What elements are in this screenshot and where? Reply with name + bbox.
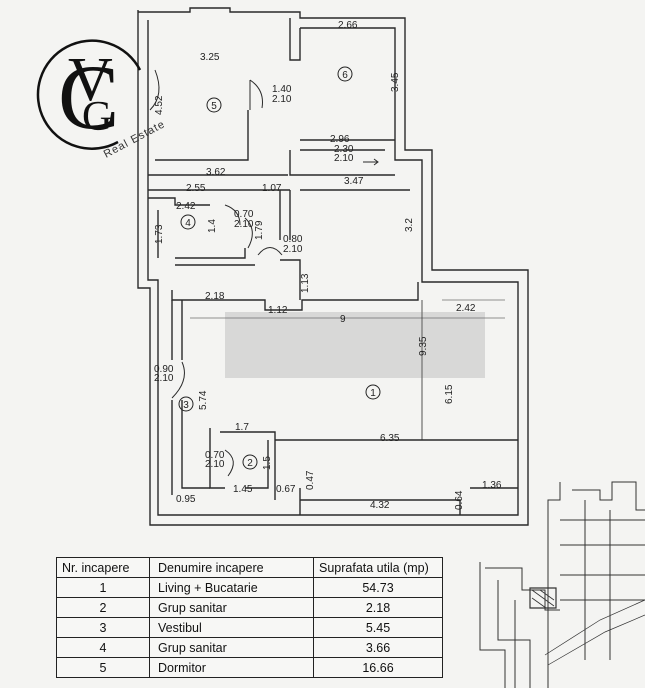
dim-label: 1.07 [262,183,282,194]
dimension-labels: 2.66 3.25 3.45 4.52 1.40 2.10 2.96 2.30 … [154,20,502,511]
dim-label: 2.42 [176,201,196,212]
dim-label: 0.67 [276,484,296,495]
table-row: 3 Vestibul 5.45 [56,617,443,638]
dim-label: 0.95 [176,494,196,505]
room-marker-3: 3 [183,400,189,411]
col-header-name: Denumire incapere [149,557,314,578]
dim-label: 2.10 [234,219,254,230]
logo-arc-icon [36,39,142,150]
dim-label: 2.96 [330,134,350,145]
door-arcs [149,69,379,477]
table-header-row: Nr. incapere Denumire incapere Suprafata… [56,557,443,578]
dim-label: 3.47 [344,176,364,187]
dim-label: 2.55 [186,183,206,194]
dim-label: 6.35 [380,433,400,444]
dim-label: 3.25 [200,52,220,63]
dim-label: 9.35 [418,336,429,356]
cell-name: Vestibul [149,617,314,638]
dim-label: 2.10 [205,459,225,470]
room-marker-6: 6 [342,70,348,81]
room-marker-1: 1 [370,388,376,399]
dim-label: 1.73 [154,224,165,244]
walls [137,7,529,526]
cell-name: Dormitor [149,657,314,678]
dim-label: 1.13 [300,273,311,293]
table-row: 4 Grup sanitar 3.66 [56,637,443,658]
cell-name: Grup sanitar [149,637,314,658]
dim-label: 1.5 [262,456,273,470]
cell-nr: 4 [56,637,150,658]
dim-label: 2.10 [334,153,354,164]
cell-name: Grup sanitar [149,597,314,618]
cell-nr: 2 [56,597,150,618]
dim-label: 1.79 [254,220,265,240]
cell-area: 54.73 [313,577,443,598]
dim-label: 1.7 [235,422,249,433]
dim-label: 0.80 [283,234,303,245]
dim-label: 3.62 [206,167,226,178]
dim-label: 1.45 [233,484,253,495]
dim-label: 0.90 [154,364,174,375]
dim-label: 1.12 [268,305,288,316]
col-header-area: Suprafata utila (mp) [313,557,443,578]
room-markers: 6 5 4 3 2 1 [178,66,381,470]
room-marker-5: 5 [211,101,217,112]
cell-nr: 1 [56,577,150,598]
dim-label: 6.15 [444,384,455,404]
room-marker-2: 2 [247,458,253,469]
table-row: 1 Living + Bucatarie 54.73 [56,577,443,598]
dim-label: 2.10 [154,373,174,384]
cell-area: 2.18 [313,597,443,618]
stamp-smudge [225,312,485,378]
dim-label: 2.10 [272,94,292,105]
dim-label: 9 [340,314,346,325]
dim-label: 2.18 [205,291,225,302]
dim-label: 1.40 [272,84,292,95]
dim-label: 2.10 [283,244,303,255]
logo-letter-g: G [82,94,112,140]
table-row: 2 Grup sanitar 2.18 [56,597,443,618]
cell-nr: 5 [56,657,150,678]
dim-label: 0.70 [234,209,254,220]
room-area-table: Nr. incapere Denumire incapere Suprafata… [56,557,443,678]
building-key-plan [479,481,645,688]
cell-area: 16.66 [313,657,443,678]
cell-area: 5.45 [313,617,443,638]
room-marker-4: 4 [185,218,191,229]
dim-label: 1.4 [207,219,218,233]
cell-name: Living + Bucatarie [149,577,314,598]
dim-label: 0.47 [305,470,316,490]
dim-label: 4.52 [154,95,165,115]
logo-letter-v: V [68,46,113,114]
dim-label: 0.64 [454,490,465,510]
cell-nr: 3 [56,617,150,638]
cell-area: 3.66 [313,637,443,658]
dim-label: 1.36 [482,480,502,491]
logo-letter-c: C [58,46,119,148]
dim-label: 5.74 [198,390,209,410]
dim-label: 3.2 [404,218,415,232]
dim-label: 0.70 [205,450,225,461]
col-header-nr: Nr. incapere [56,557,150,578]
dim-label: 2.42 [456,303,476,314]
dim-label: 2.30 [334,144,354,155]
dim-label: 4.32 [370,500,390,511]
table-row: 5 Dormitor 16.66 [56,657,443,678]
dim-label: 3.45 [390,72,401,92]
dim-label: 2.66 [338,20,358,31]
